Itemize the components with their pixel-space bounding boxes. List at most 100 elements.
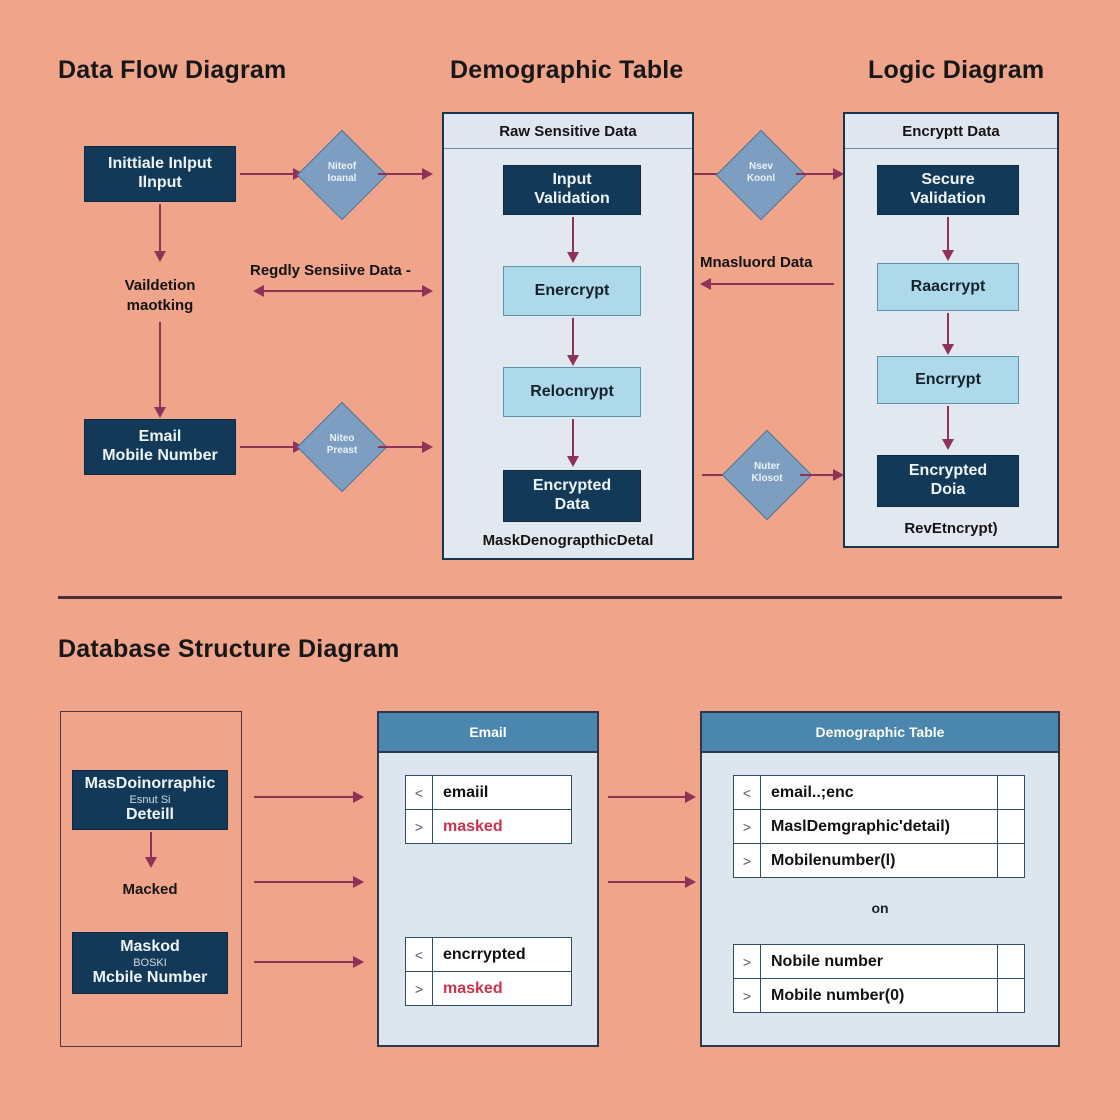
demographic-node-input-validation[interactable]: Input Validation <box>503 165 641 215</box>
arrow-logic-2-to-3 <box>938 406 958 450</box>
node-email-line1: Email <box>138 428 182 446</box>
logic-node-encrypted-data[interactable]: Encrypted Doia <box>877 455 1019 507</box>
table-row[interactable]: > Mobilenumber(l) <box>734 844 1024 877</box>
database-structure-title: Database Structure Diagram <box>58 635 400 663</box>
demographic-node-1-line1: Enercrypt <box>534 281 610 299</box>
validation-masking-line1: Vaildetion <box>124 277 196 294</box>
row-tail-cell <box>997 810 1024 843</box>
db-node-bottom-line2: BOSKI <box>133 956 167 969</box>
chevron-right-icon[interactable]: > <box>734 844 761 877</box>
decision-diamond-bottom-right[interactable]: Nuter Klosot <box>721 429 813 521</box>
table-row[interactable]: > masked <box>406 810 571 843</box>
db-node-top-line3: Deteill <box>125 806 174 824</box>
arrow-email-to-demographic-bottom <box>608 872 696 892</box>
db-demographic-table-bottom[interactable]: > Nobile number > Mobile number(0) <box>733 944 1025 1013</box>
table-row[interactable]: > Nobile number <box>734 945 1024 979</box>
diamond-shape-icon <box>296 129 388 221</box>
demographic-node-encrypted-data[interactable]: Encrypted Data <box>503 470 641 522</box>
row-tail-cell <box>997 844 1024 877</box>
arrow-email-to-decision <box>240 437 304 457</box>
db-encrypted-field-name: encrrypted <box>443 945 526 963</box>
arrow-decision-to-panel-bottom <box>378 437 433 457</box>
db-email-table-bottom[interactable]: < encrrypted > masked <box>405 937 572 1006</box>
logic-node-2-line1: Encrrypt <box>915 370 981 388</box>
demographic-panel-header: Raw Sensitive Data <box>444 114 692 149</box>
table-row[interactable]: > Mobile number(0) <box>734 979 1024 1012</box>
arrow-masked-data <box>700 274 834 294</box>
arrow-demographic-2-to-3 <box>563 419 583 467</box>
arrow-read-sensitive-data <box>253 281 433 301</box>
chevron-right-icon[interactable]: > <box>734 810 761 843</box>
validation-masking-text: Vaildetion maotking <box>80 276 240 317</box>
chevron-left-icon[interactable]: < <box>406 776 433 809</box>
logic-node-encrypt[interactable]: Encrrypt <box>877 356 1019 404</box>
db-node-bottom-line1: Maskod <box>120 937 180 955</box>
arrow-initial-to-validation <box>150 204 170 262</box>
logic-diagram-title: Logic Diagram <box>868 56 1045 84</box>
table-row[interactable]: < encrrypted <box>406 938 571 972</box>
logic-node-1-line1: Raacrrypt <box>910 277 986 295</box>
arrow-demographic-to-decision-top <box>694 164 730 184</box>
table-row[interactable]: < emaiil <box>406 776 571 810</box>
db-email-table-top[interactable]: < emaiil > masked <box>405 775 572 844</box>
chevron-right-icon[interactable]: > <box>734 979 761 1012</box>
chevron-right-icon[interactable]: > <box>406 972 433 1005</box>
db-email-field-masked: masked <box>443 817 503 835</box>
table-row[interactable]: > masked <box>406 972 571 1005</box>
row-tail-cell <box>997 979 1024 1012</box>
db-node-top-line1: MasDoinorraphic <box>84 774 216 792</box>
demographic-node-2-line1: Relocnrypt <box>530 382 614 400</box>
arrow-demographic-0-to-1 <box>563 217 583 263</box>
decision-diamond-top-right[interactable]: Nsev Koonl <box>715 129 807 221</box>
arrow-initial-to-decision <box>240 164 304 184</box>
logic-node-reencrypt[interactable]: Raacrrypt <box>877 263 1019 311</box>
chevron-left-icon[interactable]: < <box>406 938 433 971</box>
node-email-mobile-number[interactable]: Email Mobile Number <box>84 419 236 475</box>
chevron-right-icon[interactable]: > <box>406 810 433 843</box>
table-row[interactable]: > MaslDemgraphic'detail) <box>734 810 1024 844</box>
chevron-left-icon[interactable]: < <box>734 776 761 809</box>
db-demographic-field-detail: MaslDemgraphic'detail) <box>771 817 950 835</box>
section-divider <box>58 596 1062 599</box>
arrow-decision-to-demographic <box>378 164 433 184</box>
demographic-node-encrypt[interactable]: Enercrypt <box>503 266 641 316</box>
db-node-bottom-line3: Mcbile Number <box>92 969 208 987</box>
logic-node-0-line2: Validation <box>910 190 986 207</box>
validation-masking-line2: maotking <box>126 297 194 315</box>
logic-node-secure-validation[interactable]: Secure Validation <box>877 165 1019 215</box>
arrow-validation-to-email <box>150 322 170 418</box>
db-demographic-note: on <box>871 900 889 916</box>
data-flow-diagram-title: Data Flow Diagram <box>58 56 287 84</box>
arrow-db-left-to-email-bottom <box>254 872 364 892</box>
arrow-db-left-to-email-top <box>254 787 364 807</box>
row-tail-cell <box>997 776 1024 809</box>
db-demographic-panel-header: Demographic Table <box>702 713 1058 753</box>
decision-diamond-bottom-left[interactable]: Niteo Preast <box>296 401 388 493</box>
masked-data-label: Mnasluord Data <box>700 254 813 271</box>
node-initial-input-line1: Inittiale Inlput <box>108 155 212 173</box>
db-demographic-table-top[interactable]: < email..;enc > MaslDemgraphic'detail) >… <box>733 775 1025 878</box>
demographic-node-0-line2: Validation <box>534 190 610 207</box>
chevron-right-icon[interactable]: > <box>734 945 761 978</box>
db-demographic-field-mobile: Mobilenumber(l) <box>771 851 896 869</box>
db-demographic-field-email: email..;enc <box>771 783 854 801</box>
row-tail-cell <box>997 945 1024 978</box>
demographic-node-3-line2: Data <box>554 496 590 513</box>
demographic-node-0-line1: Input <box>552 171 592 189</box>
demographic-panel-caption: MaskDenograpthicDetal <box>482 532 654 549</box>
node-email-line2: Mobile Number <box>102 447 218 464</box>
logic-panel-caption: RevEtncrypt) <box>904 520 998 537</box>
decision-diamond-top-left[interactable]: Niteof Ioanal <box>296 129 388 221</box>
db-demographic-bottom-mobile: Nobile number <box>771 952 884 970</box>
demographic-node-reencrypt[interactable]: Relocnrypt <box>503 367 641 417</box>
database-left-container <box>60 711 242 1047</box>
read-sensitive-data-label: Regdly Sensiive Data - <box>250 262 411 279</box>
table-row[interactable]: < email..;enc <box>734 776 1024 810</box>
arrow-email-to-demographic-top <box>608 787 696 807</box>
logic-node-3-line1: Encrypted <box>908 462 988 480</box>
db-node-masked-mobile-number[interactable]: Maskod BOSKI Mcbile Number <box>72 932 228 994</box>
node-initial-input[interactable]: Inittiale Inlput Ilnput <box>84 146 236 202</box>
arrow-demographic-1-to-2 <box>563 318 583 366</box>
db-node-mask-demographic-detail[interactable]: MasDoinorraphic Esnut Si Deteill <box>72 770 228 830</box>
db-email-panel-header: Email <box>379 713 597 753</box>
